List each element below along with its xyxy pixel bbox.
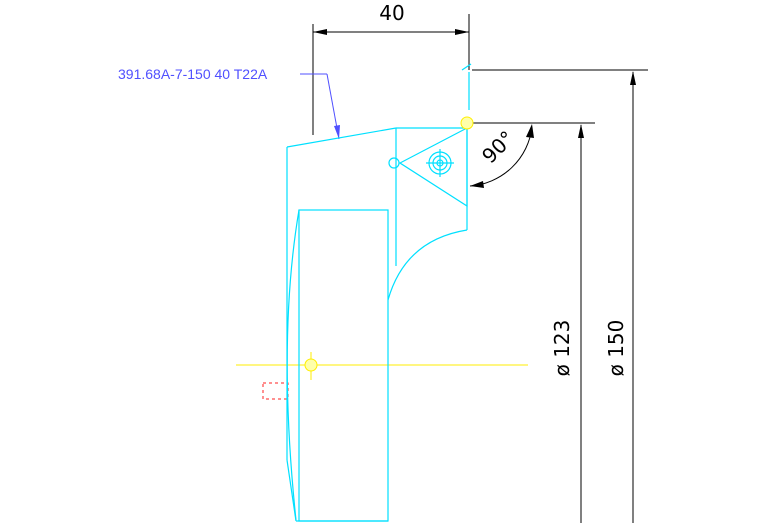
dim-40-text: 40 — [379, 1, 404, 25]
hidden-feature-rect — [262, 382, 289, 400]
leader-arrowhead — [334, 125, 340, 139]
dimension-lines — [312, 14, 648, 523]
hidden-lines — [262, 150, 289, 440]
dim-diameter-150-text: ø 150 — [604, 320, 628, 377]
dimension-arrowheads — [313, 29, 636, 188]
clamp-pin — [388, 157, 400, 169]
dim-90-arrow-bottom — [470, 181, 484, 188]
outline-top-edge — [286, 127, 397, 148]
outline-tip-edge — [461, 63, 472, 71]
dim-123-arrow-top — [578, 124, 584, 138]
cutting-corner-marker — [460, 116, 474, 130]
insert-triangle — [398, 127, 468, 208]
part-outline — [286, 63, 472, 522]
part-leader: 391.68A-7-150 40 T22A — [118, 66, 340, 140]
part-number-label: 391.68A-7-150 40 T22A — [118, 66, 268, 82]
outline-pocket-curve — [387, 229, 468, 301]
center-marker — [304, 358, 318, 372]
dim-150-arrow-top — [630, 71, 636, 85]
dim-diameter-123-text: ø 123 — [550, 320, 574, 377]
dim-90-text: 90° — [477, 126, 519, 168]
dim-90-arrow-top — [526, 124, 534, 138]
dim-40-arrow-left — [313, 29, 327, 35]
dim-40-arrow-right — [455, 29, 469, 35]
outline-inner-curve — [286, 209, 300, 521]
